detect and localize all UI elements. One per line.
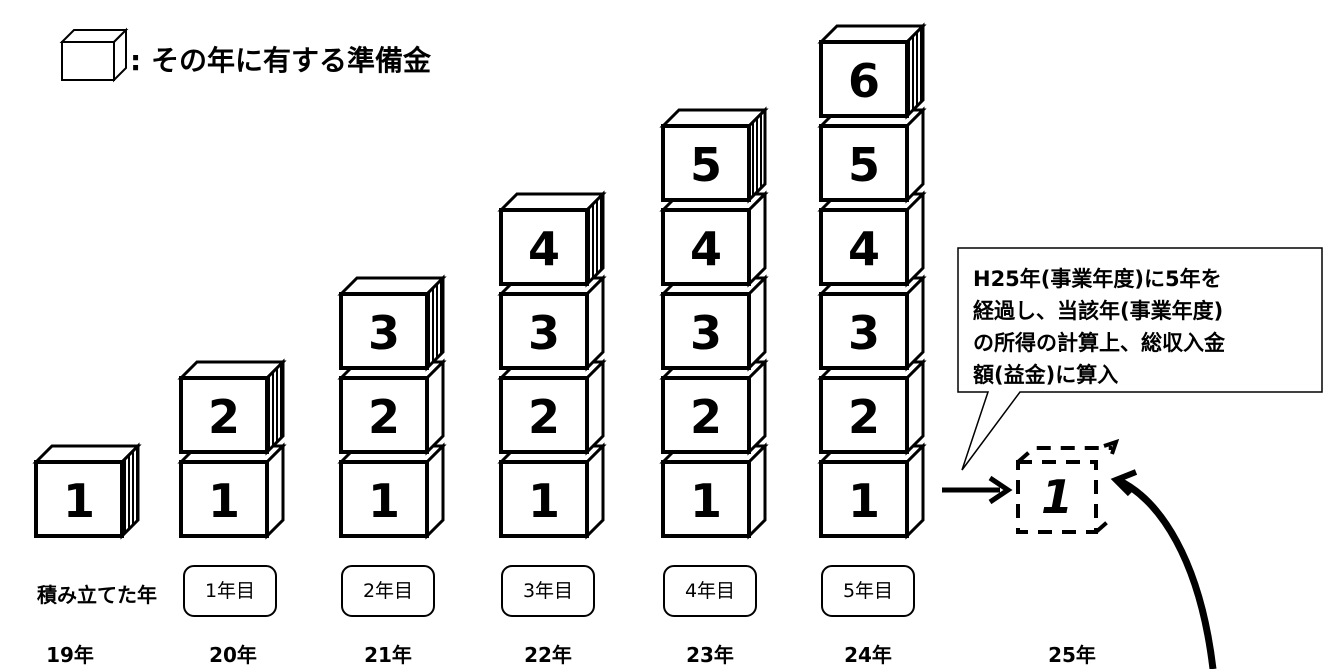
reserve-box-number: 2 — [528, 390, 560, 444]
legend-text: : その年に有する準備金 — [130, 44, 432, 77]
reserve-box: 5 — [659, 106, 769, 204]
reserve-box: 4 — [497, 190, 607, 288]
reserve-box: 5 — [817, 106, 927, 204]
reserve-box-number: 2 — [208, 390, 240, 444]
pill-1: 1年目 — [183, 565, 277, 617]
reserve-box-number: 3 — [528, 306, 560, 360]
year-label-23: 23年 — [686, 643, 734, 667]
reserve-box: 1 — [177, 442, 287, 540]
reserve-box-number: 2 — [848, 390, 880, 444]
stacks: 1 1 2 1 2 3 1 2 3 4 1 2 3 4 5 1 2 3 4 5 6 — [32, 22, 927, 540]
reserve-box: 2 — [659, 358, 769, 456]
reserve-box: 3 — [497, 274, 607, 372]
reserve-box-number: 2 — [690, 390, 722, 444]
pill-2: 2年目 — [341, 565, 435, 617]
reserve-box-number: 1 — [848, 474, 880, 528]
pill-5-text: 5年目 — [843, 580, 893, 602]
reserve-box-number: 4 — [848, 222, 880, 276]
reserve-box: 1 — [337, 442, 447, 540]
pill-4: 4年目 — [663, 565, 757, 617]
reserve-box-number: 1 — [208, 474, 240, 528]
reserve-box: 3 — [337, 274, 447, 372]
pill-5: 5年目 — [821, 565, 915, 617]
callout-line-2: 経過し、当該年(事業年度) — [973, 299, 1223, 323]
reserve-box-number: 1 — [690, 474, 722, 528]
year-label-25: 25年 — [1048, 643, 1096, 667]
year-labels: 19年 20年 21年 22年 23年 24年 25年 — [46, 643, 1096, 667]
reserve-box: 2 — [497, 358, 607, 456]
row-label: 積み立てた年 — [37, 583, 157, 607]
transfer-arrow — [942, 475, 1013, 505]
reserve-box-number: 4 — [690, 222, 722, 276]
callout-line-1: H25年(事業年度)に5年を — [973, 267, 1222, 291]
year-label-20: 20年 — [209, 643, 257, 667]
reserve-box: 2 — [817, 358, 927, 456]
pill-4-text: 4年目 — [685, 580, 735, 602]
reserve-box: 3 — [817, 274, 927, 372]
callout-line-4: 額(益金)に算入 — [972, 363, 1118, 387]
reserve-box: 1 — [817, 442, 927, 540]
pill-3-text: 3年目 — [523, 580, 573, 602]
year-label-21: 21年 — [364, 643, 412, 667]
reserve-box: 1 — [659, 442, 769, 540]
pill-3: 3年目 — [501, 565, 595, 617]
reserve-box-number: 6 — [848, 54, 880, 108]
reserve-box: 1 — [497, 442, 607, 540]
ghost-box: 1 — [1016, 438, 1120, 534]
reserve-box: 1 — [32, 442, 142, 540]
year-label-19: 19年 — [46, 643, 94, 667]
reserve-box: 4 — [817, 190, 927, 288]
legend-box-icon — [59, 27, 129, 83]
reserve-box-number: 4 — [528, 222, 560, 276]
pills: 1年目 2年目 3年目 4年目 5年目 — [183, 565, 915, 617]
reserve-box-number: 3 — [690, 306, 722, 360]
reserve-box-number: 1 — [528, 474, 560, 528]
reserve-box: 2 — [177, 358, 287, 456]
reserve-box: 4 — [659, 190, 769, 288]
pill-2-text: 2年目 — [363, 580, 413, 602]
reserve-box-number: 1 — [63, 474, 95, 528]
reserve-box-number: 1 — [368, 474, 400, 528]
callout-bubble: H25年(事業年度)に5年を 経過し、当該年(事業年度) の所得の計算上、総収入… — [957, 247, 1323, 471]
reserve-box-number: 3 — [368, 306, 400, 360]
reserve-box-number: 3 — [848, 306, 880, 360]
legend: : その年に有する準備金 — [59, 27, 432, 83]
reserve-box: 3 — [659, 274, 769, 372]
reserve-box: 6 — [817, 22, 927, 120]
reserve-box-number: 5 — [848, 138, 880, 192]
ghost-box-label: 1 — [1041, 470, 1073, 524]
reserve-box: 2 — [337, 358, 447, 456]
curved-arrow — [1110, 469, 1217, 669]
reserve-box-number: 5 — [690, 138, 722, 192]
callout-line-3: の所得の計算上、総収入金 — [973, 331, 1226, 355]
year-label-24: 24年 — [844, 643, 892, 667]
pill-1-text: 1年目 — [205, 580, 255, 602]
reserve-box-number: 2 — [368, 390, 400, 444]
year-label-22: 22年 — [524, 643, 572, 667]
